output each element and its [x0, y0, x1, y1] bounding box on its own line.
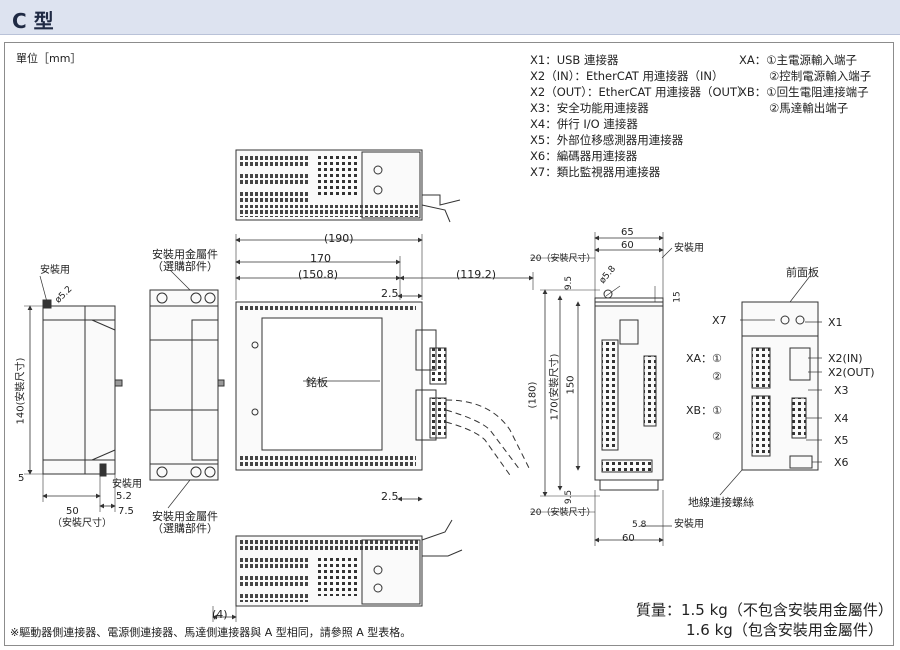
rear-view: [594, 289, 664, 491]
legend-item: X2（IN）：EtherCAT 用連接器（IN）: [530, 69, 724, 83]
dim-7-5: 7.5: [118, 506, 134, 517]
label-xb-2: ②: [712, 430, 722, 443]
front-panel-label: 前面板: [786, 266, 819, 279]
legend-item: X7：類比監視器用連接器: [530, 165, 661, 179]
nameplate-label: 銘板: [306, 376, 328, 389]
dim-9-5-top: 9.5: [564, 275, 575, 291]
dim-140: 140(安裝尺寸): [15, 357, 27, 425]
legend-xb-2: ②馬達輸出端子: [769, 101, 849, 115]
dim-20-top: 20（安裝尺寸）: [530, 254, 596, 264]
legend-xa-1: XA：①主電源輸入端子: [739, 53, 858, 67]
legend-item: X4：併行 I/O 連接器: [530, 117, 638, 131]
dim-20-bottom: 20（安裝尺寸）: [530, 508, 596, 518]
dim-60-top: 60: [621, 240, 634, 251]
mass-line-1: 質量：1.5 kg（不包含安裝用金屬件）: [636, 601, 893, 619]
legend-item: X3：安全功能用連接器: [530, 101, 649, 115]
legend-item: X6：編碼器用連接器: [530, 149, 638, 163]
legend-xb-1: XB：①回生電阻連接端子: [739, 85, 869, 99]
label-xa-2: ②: [712, 370, 722, 383]
mounting-label-left: 安裝用: [40, 265, 70, 276]
dim-5-8: 5.8: [632, 520, 647, 530]
mount-size-left: （安裝尺寸）: [52, 518, 112, 529]
dim-9-5-bottom: 9.5: [564, 489, 575, 505]
dim-150: 150: [565, 375, 577, 395]
dim-15: 15: [672, 291, 683, 303]
dim-60-bottom: 60: [622, 533, 635, 544]
side-view: [42, 299, 123, 477]
section-header: C 型: [0, 0, 900, 35]
mounting-label-rear-bottom: 安裝用: [674, 519, 704, 530]
mass-line-2: 1.6 kg（包含安裝用金屬件）: [686, 621, 883, 639]
footnote: ※驅動器側連接器、電源側連接器、馬達側連接器與 A 型相同，請參照 A 型表格。: [10, 626, 412, 639]
unit-label: 單位［mm］: [16, 52, 82, 65]
label-x5: X5: [834, 434, 849, 447]
label-x3: X3: [834, 384, 849, 397]
dim-180: (180): [527, 381, 539, 409]
label-x6: X6: [834, 456, 849, 469]
leader-lines: [39, 247, 822, 527]
label-x1: X1: [828, 316, 843, 329]
front-panel-view: [741, 301, 819, 471]
dim-5: 5: [18, 473, 25, 484]
dim-65: 65: [621, 227, 634, 238]
dim-2-5-top: 2.5: [381, 287, 399, 300]
mounting-label-rear-top: 安裝用: [674, 243, 704, 254]
dim-170-v: 170(安裝尺寸): [549, 353, 561, 421]
bracket-label-bottom: 安裝用金屬件: [152, 510, 218, 523]
bracket-label-top: 安裝用金屬件: [152, 248, 218, 261]
drawing-frame: [4, 42, 894, 646]
legend-item: X1：USB 連接器: [530, 53, 619, 67]
dim-190: (190): [324, 232, 354, 245]
dim-5-2: 5.2: [116, 491, 132, 502]
optional-label-bottom: （選購部件）: [152, 522, 218, 535]
dim-50: 50: [66, 506, 79, 517]
label-x4: X4: [834, 412, 849, 425]
label-x7: X7: [712, 314, 727, 327]
section-title: C 型: [12, 9, 54, 33]
legend-item: X2（OUT）：EtherCAT 用連接器（OUT）: [530, 85, 749, 99]
dim-150-8: (150.8): [298, 268, 339, 281]
top-view: [235, 149, 461, 223]
dimension-lines: [27, 235, 664, 620]
label-x2out: X2(OUT): [828, 366, 875, 379]
label-x2in: X2(IN): [828, 352, 863, 365]
dim-119-2: (119.2): [456, 268, 497, 281]
optional-label-top: （選購部件）: [152, 260, 218, 273]
legend-item: X5：外部位移感測器用連接器: [530, 133, 684, 147]
main-view: [235, 301, 531, 479]
ground-screw-label: 地線連接螺絲: [688, 496, 754, 509]
label-xa: XA：①: [686, 352, 722, 365]
dim-2-5-bottom: 2.5: [381, 490, 399, 503]
bottom-view: [235, 519, 463, 607]
label-xb: XB：①: [686, 404, 722, 417]
dim-170: 170: [310, 252, 331, 265]
mounting-label-bottom: 安裝用: [112, 479, 142, 490]
bracket-view: [149, 289, 225, 481]
legend-xa-2: ②控制電源輸入端子: [769, 69, 872, 83]
dim-4: (4): [212, 608, 228, 621]
